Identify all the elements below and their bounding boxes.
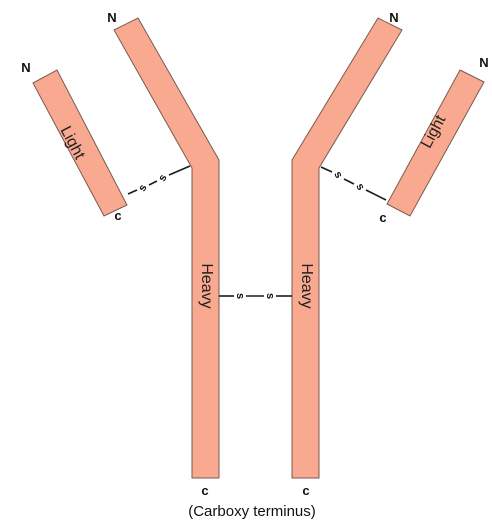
right-bond-segment-1 (320, 166, 333, 173)
left-light-chain (32, 69, 128, 217)
right-heavy-chain-label: Heavy (298, 263, 315, 308)
left-heavy-c-terminal: c (201, 483, 208, 498)
right-bond-segment-2 (343, 178, 355, 185)
left-bond-sulfur-2: s (156, 172, 169, 183)
hinge-bond-sulfur-1: s (234, 293, 246, 299)
right-bond-sulfur-2: s (353, 181, 366, 192)
right-light-c-terminal: c (379, 210, 386, 225)
right-heavy-c-terminal: c (302, 483, 309, 498)
left-bond-segment-1 (127, 189, 138, 195)
right-heavy-chain (291, 17, 403, 479)
left-bond-segment-2 (148, 180, 158, 186)
right-light-n-terminal: N (479, 55, 488, 70)
right-bond-segment-3 (365, 189, 387, 201)
right-light-chain (386, 69, 485, 217)
right-heavy-n-terminal: N (389, 10, 398, 25)
left-bond-sulfur-1: s (136, 182, 149, 193)
left-heavy-chain-label: Heavy (198, 263, 215, 308)
hinge-bond-sulfur-2: s (264, 293, 276, 299)
right-bond-sulfur-1: s (331, 169, 344, 180)
carboxy-terminus-caption: (Carboxy terminus) (188, 503, 316, 520)
left-light-n-terminal: N (21, 60, 30, 75)
left-disulfide-bond: s s (127, 165, 191, 195)
hinge-disulfide-bond: s s (219, 293, 292, 299)
left-heavy-n-terminal: N (107, 10, 116, 25)
left-heavy-chain (113, 17, 220, 479)
left-bond-segment-3 (168, 165, 191, 176)
left-light-c-terminal: c (114, 208, 121, 223)
right-disulfide-bond: s s (320, 166, 387, 201)
